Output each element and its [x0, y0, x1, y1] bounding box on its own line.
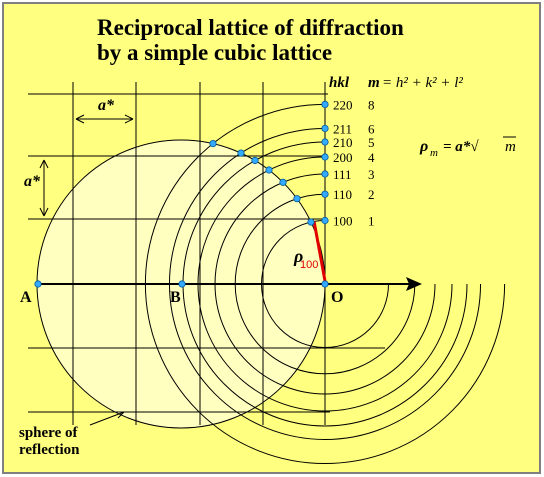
reflection-top-point — [321, 170, 329, 178]
reflection-m: 5 — [368, 135, 375, 150]
reflection-hkl: 210 — [333, 135, 353, 150]
point-a-dot — [34, 280, 42, 288]
reflection-m: 1 — [368, 214, 375, 229]
reflection-m: 4 — [368, 150, 375, 165]
reflection-top-point — [321, 216, 329, 225]
sphere-intersection-point — [237, 149, 245, 157]
a-star-vertical-dimension — [39, 159, 49, 217]
reflection-top-point — [321, 100, 329, 108]
rho-m-subscript: m — [430, 147, 438, 159]
sphere-intersection-point — [293, 195, 301, 203]
point-o-dot — [321, 280, 329, 288]
sphere-pointer-arrow-icon — [115, 411, 125, 419]
rho-m-radicand: m — [505, 139, 516, 155]
rho-m-symbol: ρ — [419, 138, 428, 155]
reflection-top-point — [321, 190, 329, 198]
sphere-pointer-line — [89, 411, 125, 426]
reflection-hkl: 220 — [333, 97, 353, 112]
reflection-hkl: 100 — [333, 214, 353, 229]
title-line-2: by a simple cubic lattice — [97, 40, 332, 65]
reflection-hkl: 211 — [333, 121, 352, 136]
sphere-label-line-1: sphere of — [19, 425, 78, 441]
reflection-circles — [144, 103, 506, 465]
reflection-circle — [144, 103, 506, 465]
a-star-horizontal-label: a* — [98, 97, 115, 114]
reflection-table: 220 8 211 6 210 5 200 4 111 3 110 2 100 1 — [333, 97, 375, 228]
reflection-top-point — [321, 138, 329, 146]
sphere-intersection-point — [265, 166, 273, 174]
sphere-intersection-points — [209, 100, 329, 226]
a-star-vertical-label: a* — [24, 173, 41, 190]
reflection-m: 2 — [368, 187, 375, 202]
point-b-dot — [178, 280, 186, 288]
axis-arrow-icon — [406, 277, 422, 291]
reflection-hkl: 110 — [333, 187, 352, 202]
rho-100-subscript: 100 — [300, 259, 318, 271]
reflection-m: 3 — [368, 167, 375, 182]
rho-100-symbol: ρ — [293, 246, 303, 266]
reflection-circle — [234, 193, 416, 375]
point-a-label: A — [20, 289, 32, 306]
point-b-label: B — [170, 289, 181, 306]
title-line-1: Reciprocal lattice of diffraction — [97, 15, 404, 40]
sphere-intersection-point — [279, 178, 287, 186]
reflection-hkl: 111 — [333, 167, 352, 182]
rho-100-vector — [312, 220, 327, 282]
reflection-circle — [214, 173, 436, 395]
reflection-hkl: 200 — [333, 150, 353, 165]
sphere-intersection-point — [251, 156, 259, 165]
hkl-header: hkl — [329, 75, 350, 91]
reflection-top-point — [321, 153, 329, 161]
reflection-m: 6 — [368, 121, 375, 136]
reflection-circle — [197, 156, 453, 412]
reflection-circle — [182, 141, 468, 427]
m-formula: = h² + k² + l² — [382, 75, 463, 91]
m-header: m — [368, 75, 380, 91]
rho-m-equals: = a*√ — [443, 139, 479, 155]
reflection-m: 8 — [368, 97, 375, 112]
reflection-top-point — [321, 124, 329, 133]
reflection-circle — [168, 127, 482, 441]
sphere-label-line-2: reflection — [19, 442, 80, 458]
sphere-intersection-point — [209, 139, 217, 148]
a-star-horizontal-dimension — [75, 114, 134, 124]
sphere-intersection-point — [307, 218, 315, 226]
point-o-label: O — [331, 289, 343, 306]
